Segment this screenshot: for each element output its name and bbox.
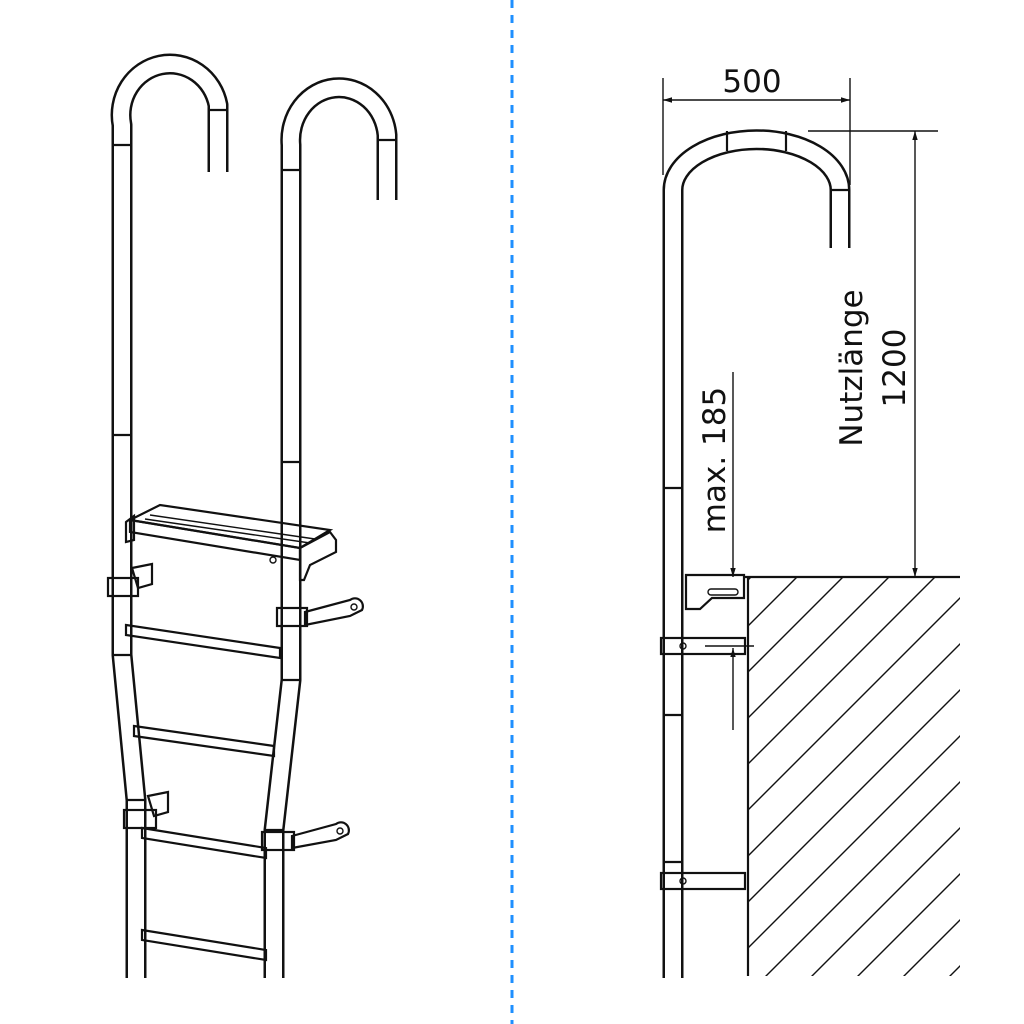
hatch-line: [748, 643, 960, 857]
hatch-line: [903, 919, 960, 976]
right-rail: [263, 77, 398, 978]
dimension-usable-length: Nutzlänge 1200: [808, 130, 938, 577]
hatch-line: [748, 597, 960, 811]
clamp-lower: [659, 871, 747, 891]
hatch-line: [748, 735, 960, 949]
hatch-line: [748, 578, 797, 627]
ladder-side-view: [659, 129, 851, 978]
width-label: 500: [722, 64, 781, 100]
step-platform: [124, 503, 338, 582]
usable-length-label: Nutzlänge: [834, 289, 870, 446]
hatch-line: [811, 827, 960, 976]
usable-length-value: 1200: [877, 329, 913, 408]
hatch-line: [949, 965, 960, 976]
hatch-line: [765, 781, 960, 976]
hatch-line: [748, 578, 843, 673]
max-distance-label: max. 185: [697, 387, 733, 533]
hatch-line: [748, 578, 889, 719]
wall-brackets: [106, 562, 364, 852]
hatch-line: [748, 578, 751, 581]
step-bracket: [684, 573, 746, 611]
hatch-line: [992, 560, 1024, 980]
hatch-line: [748, 689, 960, 903]
ladder-perspective-view: [106, 53, 398, 978]
left-rail: [110, 53, 229, 978]
dimension-max-distance: max. 185: [697, 372, 754, 730]
rungs: [124, 623, 282, 962]
hatch-line: [857, 873, 960, 976]
wall-section: [745, 560, 1024, 980]
hatch-line: [748, 578, 935, 765]
